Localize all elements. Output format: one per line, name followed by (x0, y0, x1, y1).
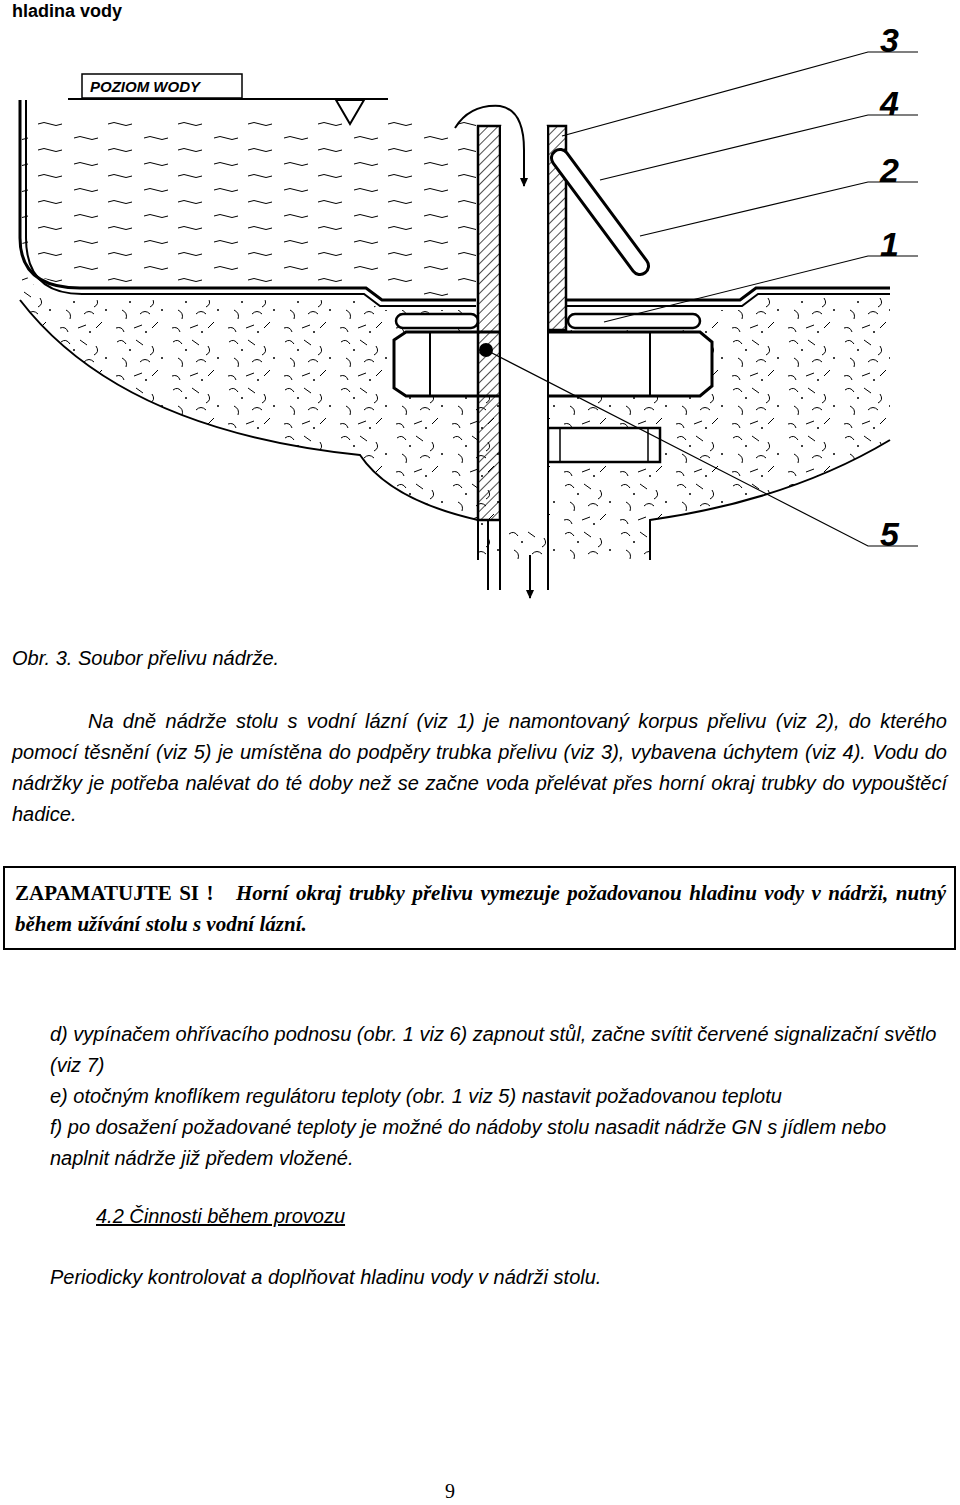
note-box: ZAPAMATUJTE SI ! Horní okraj trubky přel… (3, 866, 956, 950)
leader-line (562, 52, 918, 136)
figure-caption: Obr. 3. Soubor přelivu nádrže. (12, 645, 612, 671)
step-text: d) vypínačem ohřívacího podnosu (obr. 1 … (50, 1019, 950, 1081)
step-text: f) po dosažení požadované teploty je mož… (50, 1112, 950, 1174)
callout-number: 5 (880, 512, 920, 556)
callout-number: 1 (880, 222, 920, 266)
flow-arrow (529, 555, 531, 598)
step-text: e) otočným knoflíkem regulátoru teploty … (50, 1081, 950, 1112)
body-text: Periodicky kontrolovat a doplňovat hladi… (50, 1264, 950, 1290)
insulation-outline (650, 440, 890, 560)
lower-fitting (548, 428, 660, 462)
level-triangle (336, 100, 364, 124)
pipe-bore (547, 126, 549, 590)
level-box (82, 74, 242, 98)
nut-face (649, 332, 651, 396)
leader-line (490, 352, 918, 546)
tank-wall (20, 100, 476, 300)
pipe-lower (488, 519, 500, 521)
pipe-lower (487, 520, 489, 590)
tank-wall (566, 294, 890, 306)
handle (560, 158, 640, 266)
insulation (20, 250, 890, 560)
flow-arrow (455, 106, 524, 186)
nut-face (429, 332, 431, 396)
page-header: hladina vody (12, 0, 312, 23)
level-label: POZIOM WODY (90, 77, 240, 97)
water (22, 118, 476, 298)
tank-wall (26, 100, 476, 306)
handle (560, 158, 640, 266)
seal-ring (568, 314, 700, 328)
leader-line (604, 256, 918, 322)
note-paragraph: ZAPAMATUJTE SI ! Horní okraj trubky přel… (15, 878, 946, 940)
callout-number: 3 (880, 18, 920, 62)
callout-number: 2 (880, 148, 920, 192)
page-number: 9 (445, 1478, 485, 1504)
seal-ring (396, 314, 478, 328)
note-heading: ZAPAMATUJTE SI ! (15, 881, 214, 905)
leader-line (640, 182, 918, 236)
lower-fitting (559, 428, 561, 462)
o-ring (479, 343, 493, 357)
pipe-wall (478, 126, 500, 520)
section-heading: 4.2 Činnosti během provozu (96, 1203, 596, 1229)
body-paragraph: Na dně nádrže stolu s vodní lázní (viz 1… (12, 706, 947, 830)
callout-number: 4 (880, 81, 920, 125)
nut (394, 332, 712, 396)
leader-line (600, 115, 918, 180)
